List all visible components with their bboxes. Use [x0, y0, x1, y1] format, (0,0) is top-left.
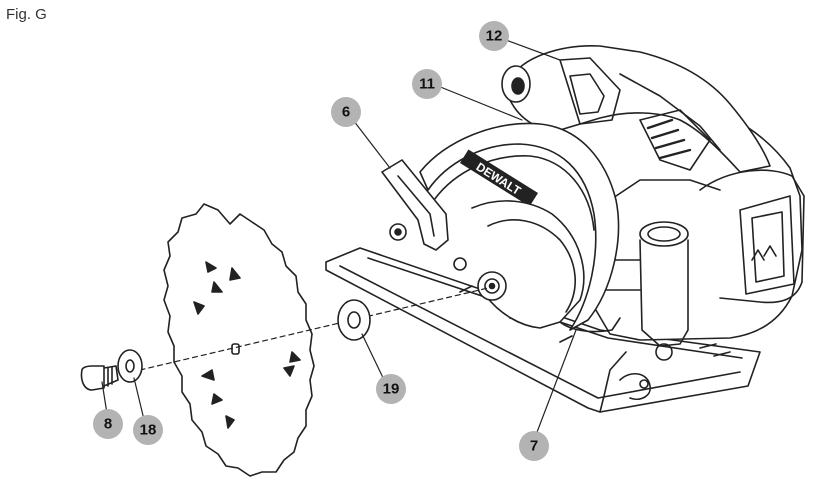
inner-clamp-washer [337, 299, 371, 341]
callout-19: 19 [376, 374, 406, 404]
lower-blade-guard [471, 200, 621, 333]
callout-12: 12 [479, 21, 509, 51]
blade-clamping-screw [80, 365, 119, 391]
shoe-base-plate [325, 247, 761, 413]
figure-label: Fig. G [6, 6, 47, 23]
callout-6: 6 [331, 97, 361, 127]
svg-text:11: 11 [419, 76, 435, 93]
callout-8: 8 [93, 409, 123, 439]
upper-blade-guard [419, 122, 620, 331]
saw-handle [501, 45, 771, 173]
lower-guard-lever [381, 159, 467, 271]
callout-18: 18 [133, 415, 163, 445]
callout-7: 7 [519, 431, 549, 461]
saw-blade [163, 203, 315, 477]
svg-text:12: 12 [486, 28, 503, 45]
svg-text:6: 6 [342, 104, 350, 121]
outer-clamp-washer [117, 349, 143, 383]
svg-text:18: 18 [140, 422, 157, 439]
svg-text:7: 7 [530, 438, 538, 455]
arbor-axis-line [139, 287, 489, 371]
svg-text:DEWALT: DEWALT [474, 160, 524, 199]
callout-11: 11 [412, 69, 442, 99]
svg-text:8: 8 [104, 416, 112, 433]
svg-text:19: 19 [383, 381, 400, 398]
